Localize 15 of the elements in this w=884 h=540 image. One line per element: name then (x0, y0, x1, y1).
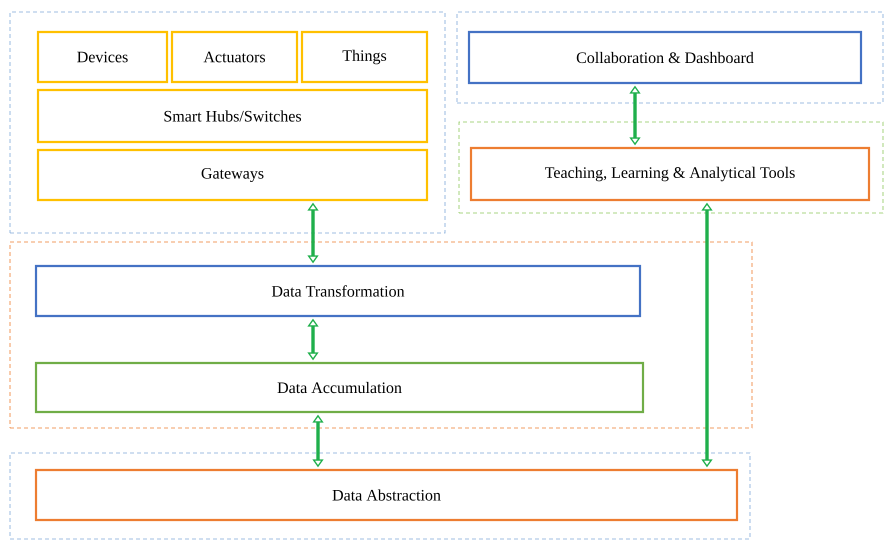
dashed-group-box (10, 12, 446, 234)
dashed-group-box (10, 452, 750, 540)
dashed-group-box (456, 12, 884, 104)
dashed-group-box (10, 242, 752, 428)
process-box: Actuators (170, 30, 298, 84)
process-box: Gateways (36, 148, 428, 202)
process-box: Data Transformation (34, 264, 642, 318)
dashed-group-box (458, 122, 884, 214)
process-box: Data Abstraction (34, 468, 738, 522)
process-box: Data Accumulation (34, 362, 644, 414)
process-box: Things (300, 30, 428, 84)
process-box: Collaboration & Dashboard (468, 30, 862, 84)
process-box: Devices (36, 30, 168, 84)
process-box: Teaching, Learning & Analytical Tools (470, 146, 870, 202)
process-box: Smart Hubs/Switches (36, 88, 428, 144)
